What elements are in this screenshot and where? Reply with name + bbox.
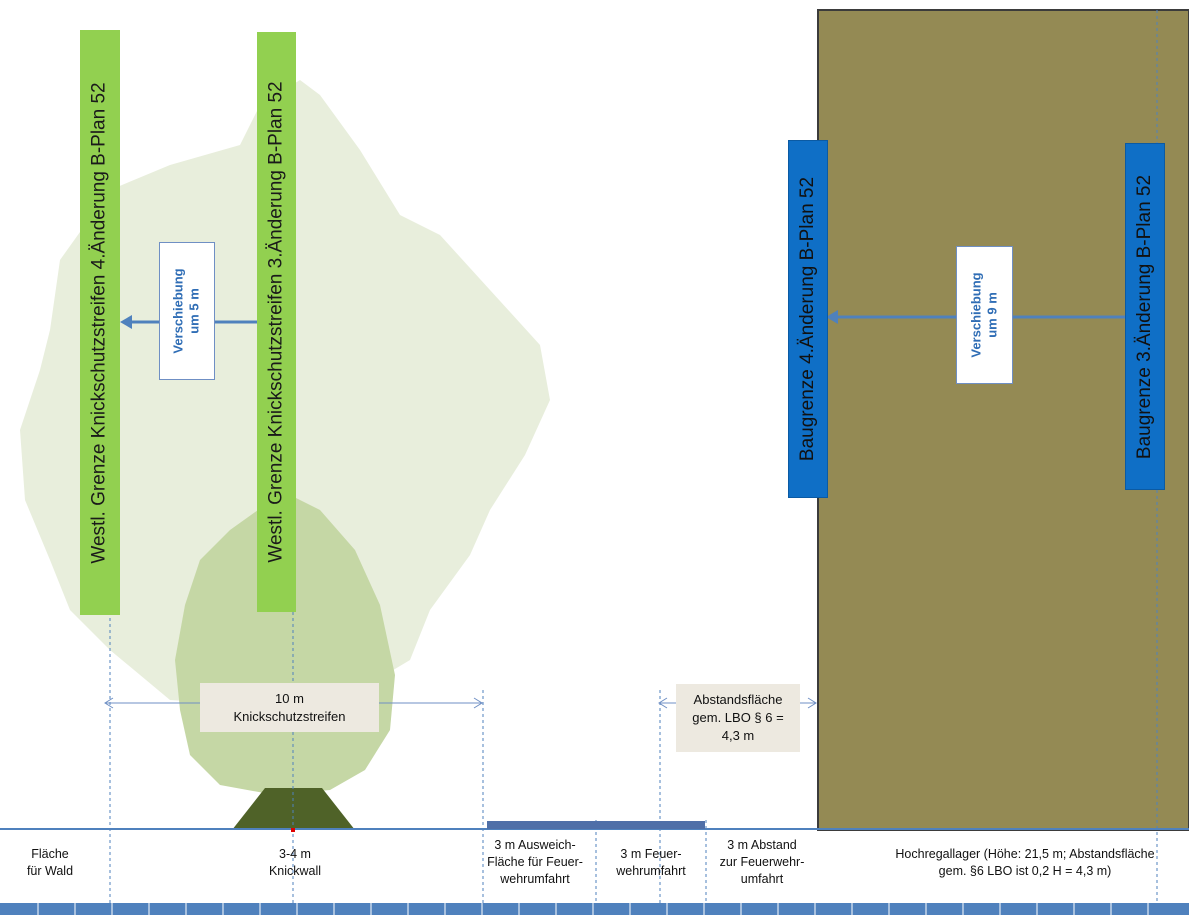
forest-area-line: Fläche [31, 847, 69, 861]
building-line-3rd-text: Baugrenze 3.Änderung B-Plan 52 [1134, 174, 1155, 459]
boundary-label-3rd-amendment: Westl. Grenze Knickschutzstreifen 3.Ände… [257, 32, 296, 612]
ground-strip [0, 903, 1189, 915]
knickwall-line: Knickwall [268, 864, 322, 878]
ground-strip-ticks [37, 903, 1149, 915]
warehouse-label: Hochregallager (Höhe: 21,5 m; Abstandsfl… [864, 846, 1186, 880]
arrow-head [104, 697, 114, 709]
strip-width-value: 10 m [275, 690, 304, 706]
building-line-3rd-amendment: Baugrenze 3.Änderung B-Plan 52 [1125, 143, 1165, 490]
fire-lane-distance-line: zur Feuerwehr- [719, 855, 805, 869]
knickwall-marker [291, 828, 295, 832]
forest-area-line: für Wald [26, 864, 74, 878]
arrow-head [473, 697, 483, 709]
arrow-head [807, 697, 817, 709]
alternate-lane-line: wehrumfahrt [500, 872, 570, 886]
knickwall-line: 3-4 m [279, 847, 311, 861]
boundary-label-4th-text: Westl. Grenze Knickschutzstreifen 4.Ände… [89, 81, 111, 564]
knickwall-label: 3-4 m Knickwall [245, 846, 345, 880]
distance-area-rule: gem. LBO § 6 = [692, 710, 784, 725]
arrow-head [120, 315, 132, 329]
distance-area-title: Abstandsfläche [693, 692, 783, 707]
warehouse-line: gem. §6 LBO ist 0,2 H = 4,3 m) [938, 864, 1112, 878]
alternate-lane-line: 3 m Ausweich- [494, 838, 576, 852]
strip-width-label: Knickschutzstreifen [233, 708, 346, 724]
alternate-lane-label: 3 m Ausweich- Fläche für Feuer- wehrumfa… [474, 837, 596, 888]
fire-lane-distance-line: 3 m Abstand [727, 838, 797, 852]
alternate-lane-line: Fläche für Feuer- [487, 855, 583, 869]
fire-lane-line: 3 m Feuer- [620, 847, 682, 861]
knickwall-mound [232, 788, 355, 830]
fire-lane-distance-label: 3 m Abstand zur Feuerwehr- umfahrt [708, 837, 816, 888]
building-line-4th-amendment: Baugrenze 4.Änderung B-Plan 52 [788, 140, 828, 498]
arrow-head [658, 697, 668, 709]
fire-lane-label: 3 m Feuer- wehrumfahrt [599, 846, 703, 880]
distance-area-value: 4,3 m [721, 728, 755, 743]
boundary-label-3rd-text: Westl. Grenze Knickschutzstreifen 3.Ände… [265, 81, 287, 563]
warehouse-line: Hochregallager (Höhe: 21,5 m; Abstandsfl… [895, 847, 1155, 861]
fire-lane-surface [487, 821, 705, 829]
distance-area-note: Abstandsfläche gem. LBO § 6 = 4,3 m [676, 684, 800, 752]
fire-lane-distance-line: umfahrt [740, 872, 784, 886]
strip-width-note: 10 m Knickschutzstreifen [200, 683, 379, 732]
forest-area-label: Fläche für Wald [10, 846, 90, 880]
boundary-label-4th-amendment: Westl. Grenze Knickschutzstreifen 4.Ände… [80, 30, 120, 615]
arrow-head [826, 310, 838, 324]
building-line-4th-text: Baugrenze 4.Änderung B-Plan 52 [797, 176, 818, 462]
fire-lane-line: wehrumfahrt [616, 864, 686, 878]
